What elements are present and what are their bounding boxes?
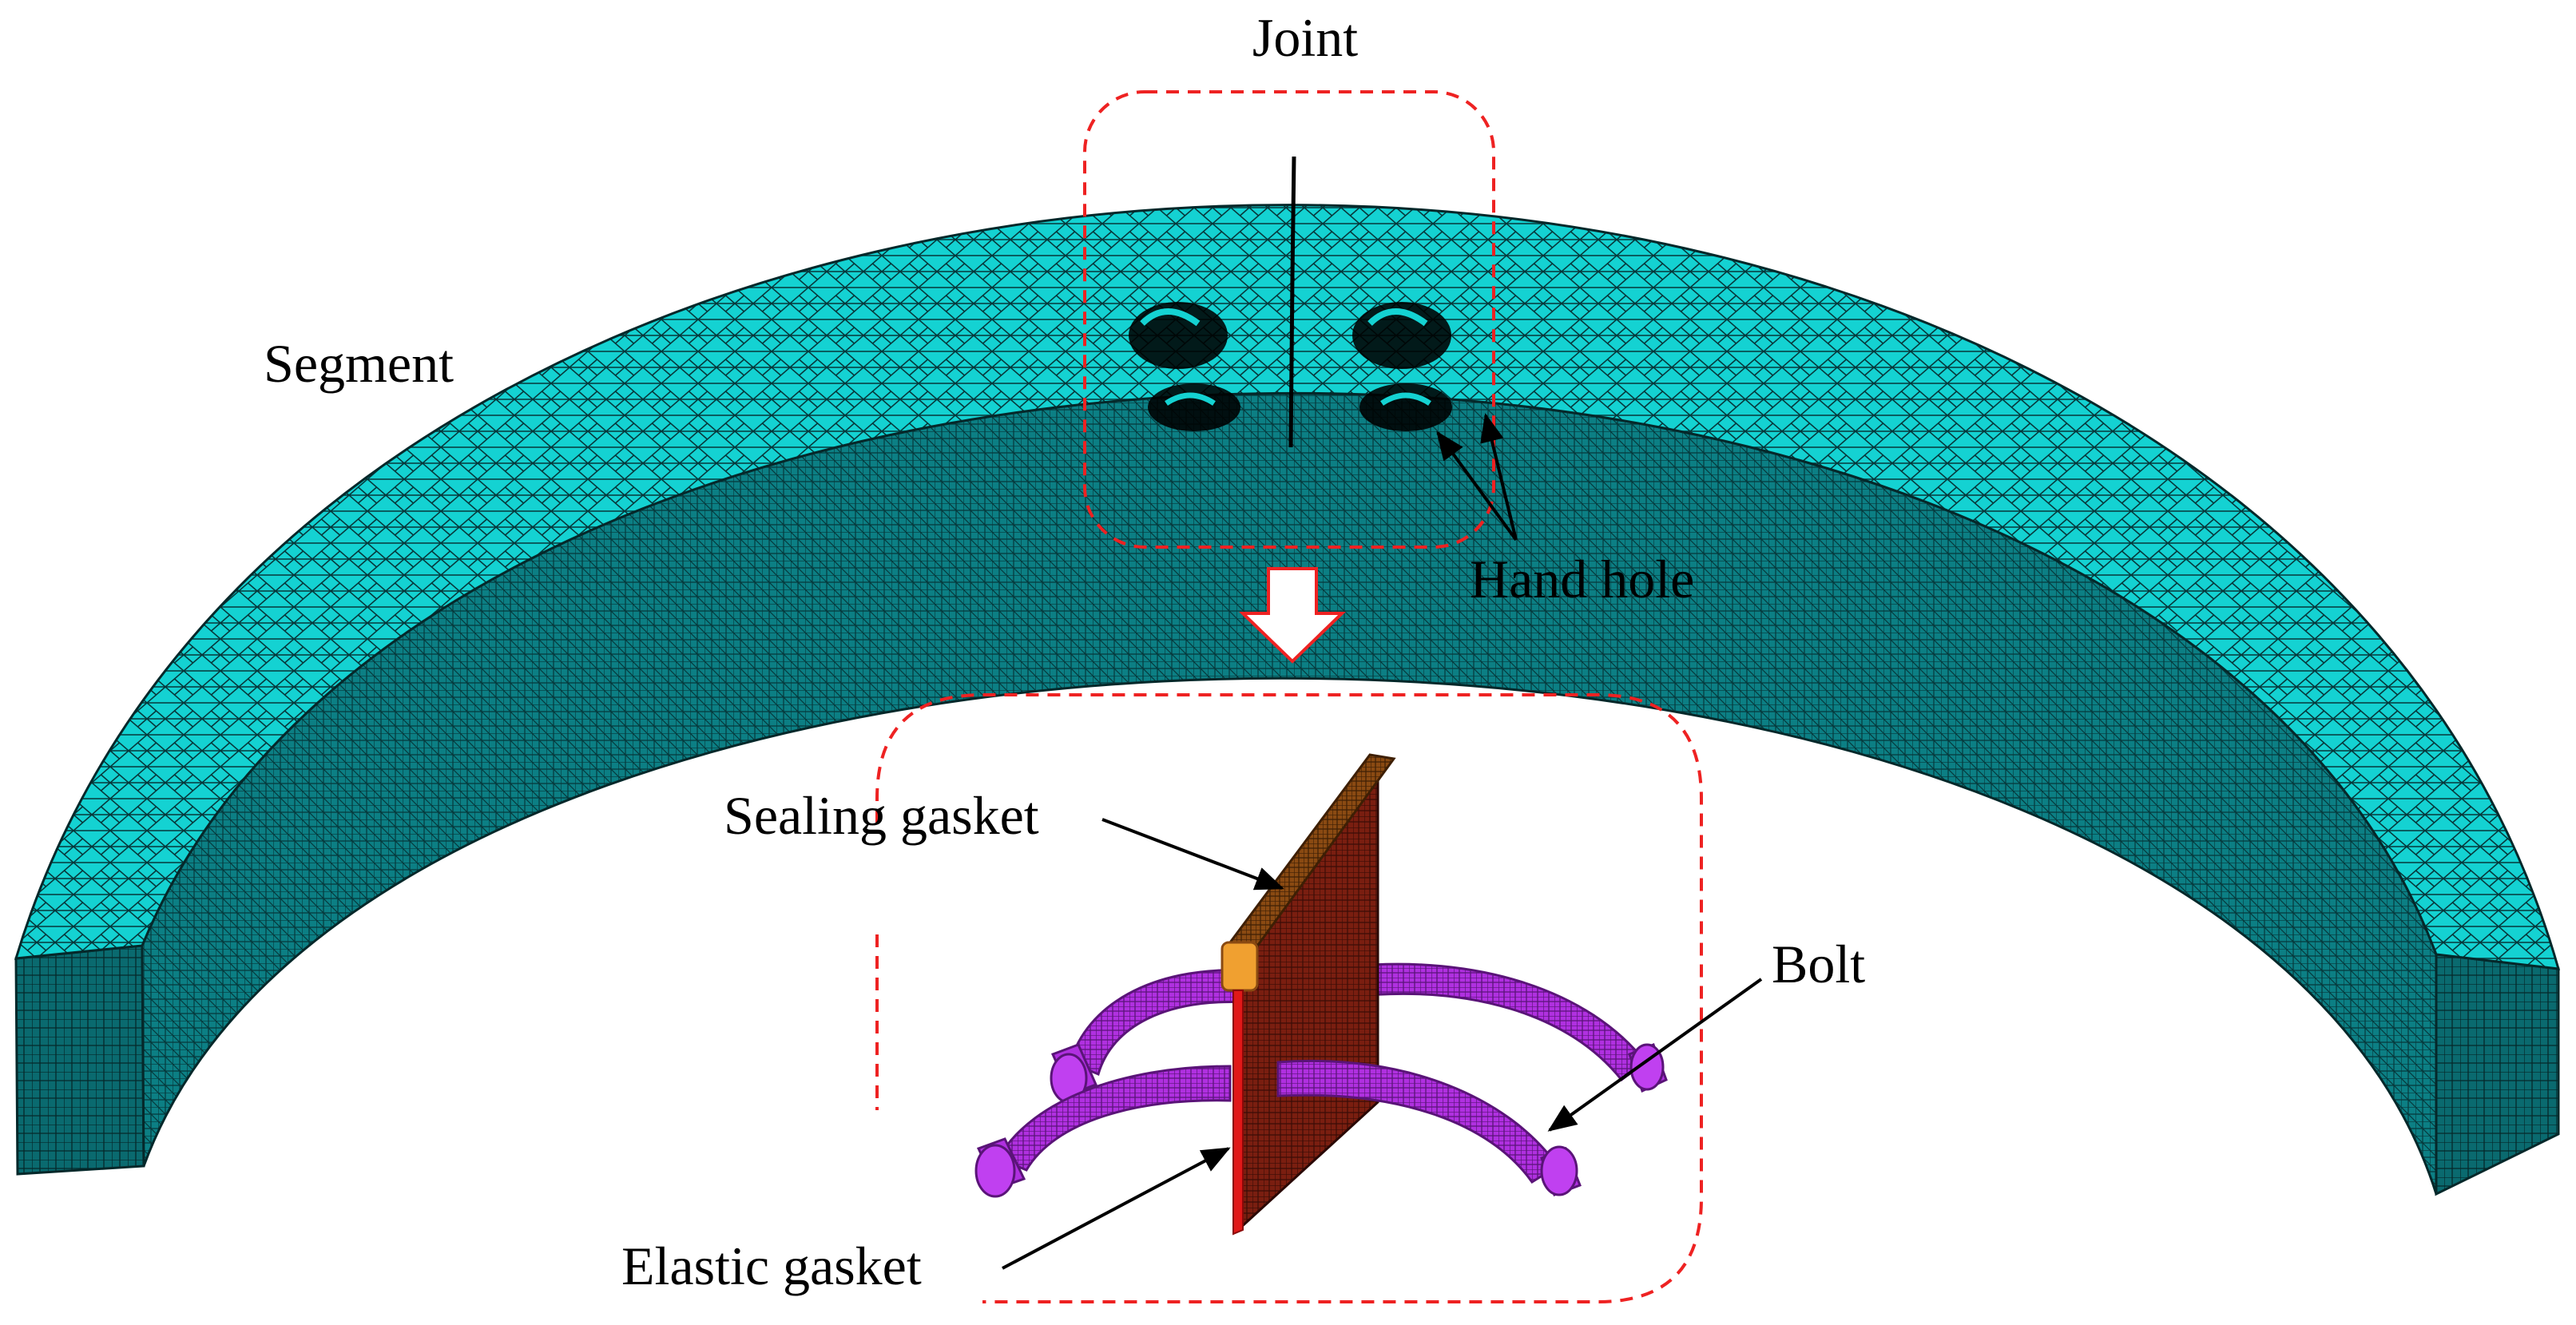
label-bolt: Bolt <box>1772 934 1865 994</box>
elastic-gasket-leader <box>1002 1147 1231 1270</box>
label-segment: Segment <box>264 333 454 394</box>
joint-seam-line <box>1288 156 1296 448</box>
label-joint: Joint <box>1252 7 1358 68</box>
segment-arch <box>14 156 2561 1196</box>
label-hand-hole: Hand hole <box>1470 549 1694 609</box>
bolt-leader <box>1547 978 1763 1132</box>
joint-detail <box>974 753 1668 1236</box>
label-elastic-gasket: Elastic gasket <box>621 1236 922 1296</box>
elastic-gasket <box>1232 990 1244 1236</box>
hand-hole-left <box>1129 302 1240 431</box>
hollow-down-arrow-icon <box>1239 567 1346 664</box>
segment-left-end-face <box>14 944 145 1176</box>
hand-hole-right <box>1352 302 1452 431</box>
hand-hole-leader-2 <box>1480 413 1518 541</box>
bolt-front-left <box>974 1065 1232 1198</box>
segment-top-surface <box>14 204 2561 970</box>
hand-hole-leader-1 <box>1436 430 1518 542</box>
label-sealing-gasket: Sealing gasket <box>724 785 1039 846</box>
sealing-gasket-leader <box>1101 818 1284 891</box>
bolt-front-right <box>1276 1059 1582 1196</box>
detail-dashed-frame <box>875 693 1703 1303</box>
orange-gasket-block <box>1221 941 1259 992</box>
segment-right-end-face <box>2435 953 2560 1196</box>
joint-dashed-frame <box>1083 90 1495 549</box>
